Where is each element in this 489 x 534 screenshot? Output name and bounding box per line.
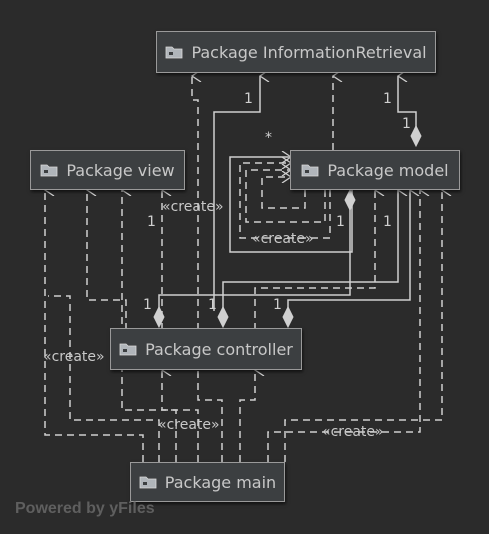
edge-main-controller-create-a bbox=[162, 370, 199, 462]
composition-diamond-model-info bbox=[410, 124, 422, 148]
folder-icon bbox=[119, 342, 137, 356]
edge-controller-model-composition-c bbox=[287, 190, 410, 311]
edge-main-model-create-a bbox=[267, 190, 420, 462]
multiplicity-controller-a: 1 bbox=[143, 297, 152, 313]
node-label: Package InformationRetrieval bbox=[191, 42, 427, 62]
multiplicity-model-controller: 1 bbox=[383, 214, 392, 230]
create-label-main-view: «create» bbox=[43, 349, 105, 365]
edge-controller-model-composition-b bbox=[222, 190, 398, 311]
edge-main-view-create-b bbox=[48, 295, 160, 462]
package-model-node[interactable]: Package model bbox=[290, 150, 460, 190]
folder-icon bbox=[40, 163, 58, 177]
edge-controller-info-dependency bbox=[192, 76, 198, 330]
create-label-main-model: «create» bbox=[322, 424, 384, 440]
edge-controller-model-composition-a bbox=[158, 198, 351, 311]
multiplicity-view-controller: 1 bbox=[147, 214, 156, 230]
edge-main-view-create-c bbox=[122, 190, 177, 462]
edge-model-self-create-b bbox=[245, 170, 326, 223]
multiplicity-info-controller: 1 bbox=[244, 91, 253, 107]
package-main-node[interactable]: Package main bbox=[130, 462, 285, 502]
edge-controller-model-create-a bbox=[254, 190, 375, 330]
create-label-model-self: «create» bbox=[252, 231, 314, 247]
edge-main-controller-create-c bbox=[239, 370, 255, 462]
edge-controller-view-dependency bbox=[87, 190, 127, 330]
composition-diamond-model-self bbox=[344, 188, 356, 212]
multiplicity-controller-b: 1 bbox=[208, 297, 217, 313]
multiplicity-controller-c: 1 bbox=[273, 297, 282, 313]
composition-diamond-controller-b bbox=[217, 305, 229, 329]
folder-icon bbox=[301, 163, 319, 177]
edge-model-self-create-c bbox=[239, 163, 331, 239]
edge-model-self-create-a bbox=[261, 177, 306, 209]
edge-model-info-composition bbox=[398, 76, 417, 128]
edge-main-model-create-b bbox=[284, 190, 442, 462]
package-view-node[interactable]: Package view bbox=[30, 150, 185, 190]
edge-controller-info-composition bbox=[213, 76, 260, 311]
multiplicity-model-self-many: * bbox=[265, 130, 272, 146]
package-controller-node[interactable]: Package controller bbox=[110, 328, 302, 370]
edge-main-view-create-a bbox=[45, 190, 144, 462]
edge-model-self-association bbox=[229, 157, 353, 253]
node-label: Package main bbox=[164, 472, 277, 492]
folder-icon bbox=[165, 45, 183, 59]
multiplicity-model-info: 1 bbox=[402, 116, 411, 132]
yfiles-watermark: Powered by yFiles bbox=[15, 500, 155, 517]
composition-diamond-controller-c bbox=[282, 305, 294, 329]
node-label: Package model bbox=[327, 160, 449, 180]
node-label: Package view bbox=[66, 160, 175, 180]
package-informationretrieval-node[interactable]: Package InformationRetrieval bbox=[156, 31, 436, 73]
multiplicity-model-self: 1 bbox=[336, 214, 345, 230]
create-label-main-controller: «create» bbox=[158, 417, 220, 433]
multiplicity-info-model: 1 bbox=[383, 91, 392, 107]
folder-icon bbox=[139, 475, 157, 489]
edge-main-controller-create-b bbox=[197, 370, 223, 462]
node-label: Package controller bbox=[145, 339, 293, 359]
composition-diamond-controller-a bbox=[153, 305, 165, 329]
create-label-controller-view: «create» bbox=[162, 199, 224, 215]
